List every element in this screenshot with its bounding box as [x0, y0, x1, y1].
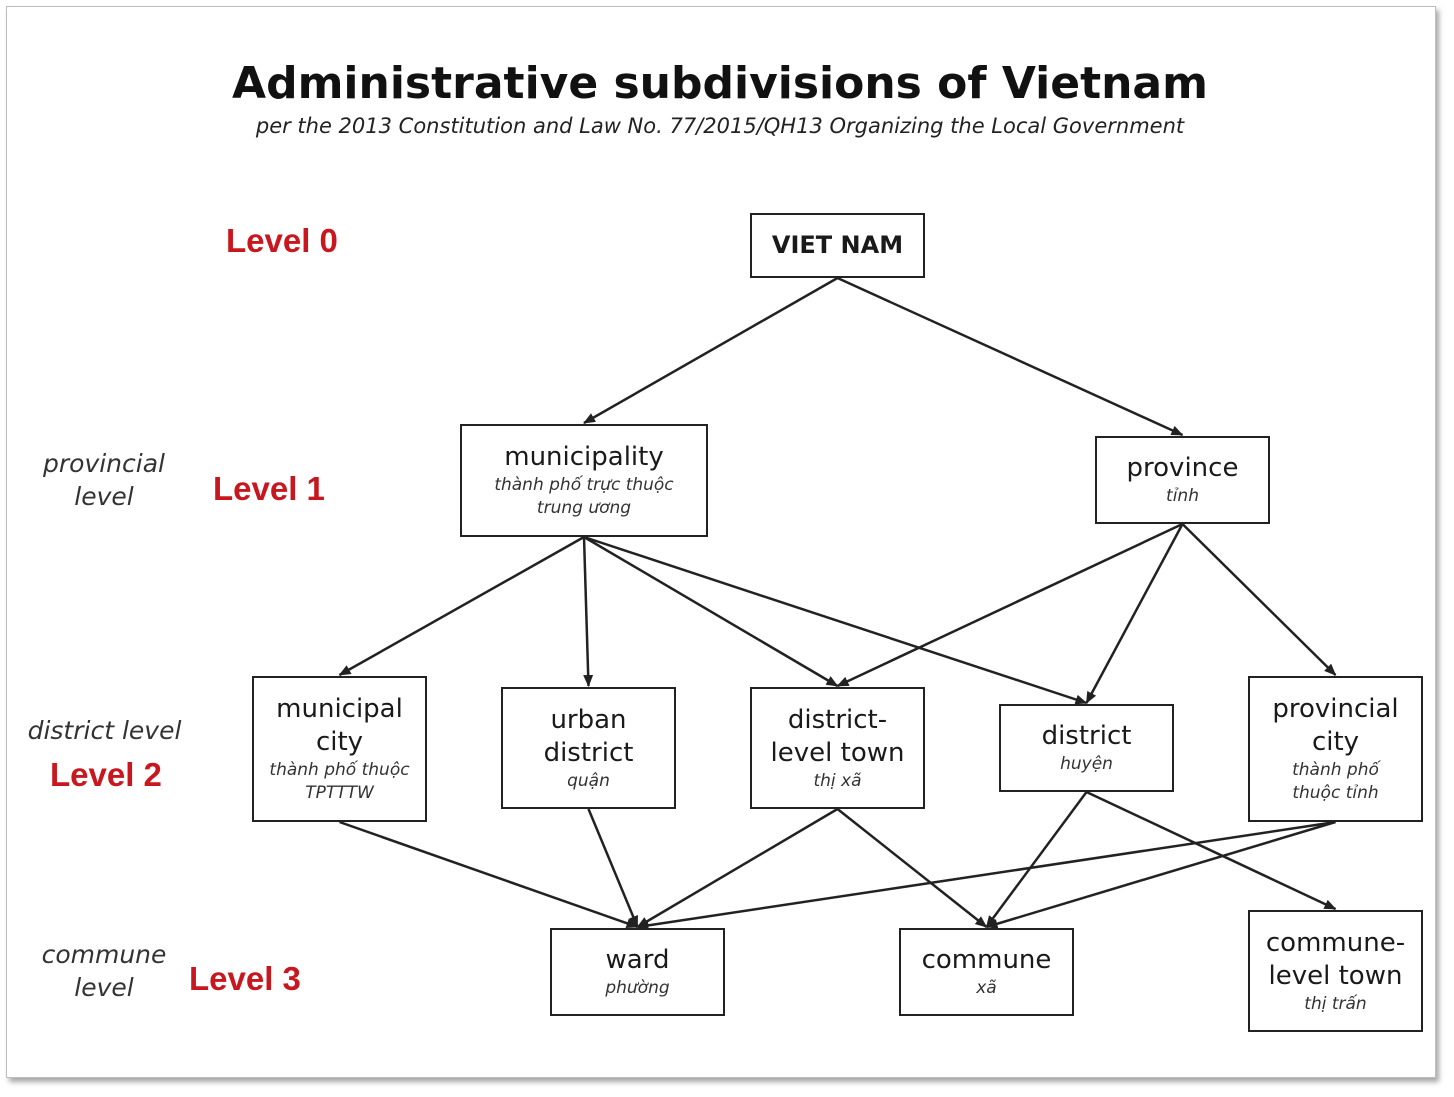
- node-district-level-town-name: district- level town: [770, 704, 905, 768]
- arrow-municipality-to-urban_district: [582, 536, 594, 687]
- node-province-name: province: [1126, 453, 1239, 483]
- node-provincial-city-vietnamese: thành phố thuộc tỉnh: [1292, 760, 1379, 803]
- level-2-label: Level 2: [50, 756, 162, 793]
- arrow-province-to-provincial_city: [1181, 523, 1337, 676]
- node-province-vietnamese: tỉnh: [1166, 486, 1199, 506]
- node-commune-level-town-vietnamese: thị trấn: [1304, 993, 1367, 1014]
- node-commune-name: commune: [921, 945, 1052, 975]
- diagram-subtitle: per the 2013 Constitution and Law No. 77…: [255, 114, 1185, 138]
- level-1-label: Level 1: [213, 470, 325, 507]
- provincial-level-label: provincial level: [43, 449, 165, 511]
- node-district: district huyện: [999, 704, 1174, 792]
- arrow-district_level_town-to-ward: [636, 807, 839, 929]
- node-district-level-town: district- level town thị xã: [750, 687, 925, 809]
- arrow-urban_district-to-ward: [587, 808, 639, 928]
- arrow-municipality-to-district: [583, 535, 1088, 705]
- arrow-vietnam-to-province: [836, 276, 1184, 437]
- level-0-label: Level 0: [226, 222, 338, 259]
- node-district-level-town-vietnamese: thị xã: [813, 770, 862, 791]
- arrow-district-to-commune_level_town: [1085, 790, 1337, 911]
- node-urban-district-vietnamese: quận: [567, 770, 610, 791]
- node-viet-nam-name: VIET NAM: [771, 231, 904, 259]
- node-municipality: municipality thành phố trực thuộc trung …: [460, 424, 708, 537]
- node-municipal-city-name: municipal city: [276, 694, 403, 757]
- node-provincial-city-name: provincial city: [1272, 694, 1399, 757]
- node-municipal-city-vietnamese: thành phố thuộc TPTTTW: [269, 760, 410, 803]
- node-commune-level-town-name: commune- level town: [1265, 927, 1406, 991]
- node-municipality-vietnamese: thành phố trực thuộc trung ương: [494, 475, 674, 518]
- node-province: province tỉnh: [1095, 436, 1270, 524]
- arrow-vietnam-to-municipality: [583, 276, 839, 425]
- level-3-label: Level 3: [189, 960, 301, 997]
- node-commune-vietnamese: xã: [976, 978, 997, 998]
- node-provincial-city: provincial city thành phố thuộc tỉnh: [1248, 676, 1423, 822]
- node-ward: ward phường: [550, 928, 725, 1016]
- arrow-municipality-to-municipal_city: [338, 535, 585, 677]
- figure-frame: [6, 6, 1436, 1078]
- arrow-provincial_city-to-commune: [985, 820, 1336, 929]
- node-municipality-name: municipality: [504, 442, 664, 472]
- commune-level-label: commune level: [41, 940, 167, 1002]
- node-urban-district-name: urban district: [543, 704, 634, 768]
- node-ward-name: ward: [605, 945, 670, 975]
- arrow-municipality-to-district_level_town: [583, 535, 839, 688]
- arrow-district_level_town-to-commune: [836, 808, 988, 928]
- node-district-name: district: [1041, 721, 1132, 751]
- node-commune-level-town: commune- level town thị trấn: [1248, 910, 1423, 1032]
- arrow-province-to-district: [1085, 523, 1184, 704]
- node-commune: commune xã: [899, 928, 1074, 1016]
- node-municipal-city: municipal city thành phố thuộc TPTTTW: [252, 676, 427, 822]
- arrow-provincial_city-to-ward: [636, 820, 1336, 931]
- arrow-province-to-district_level_town: [836, 522, 1184, 688]
- arrow-municipal_city-to-ward: [339, 820, 639, 929]
- diagram-title: Administrative subdivisions of Vietnam: [232, 58, 1208, 109]
- node-district-vietnamese: huyện: [1060, 754, 1113, 774]
- node-ward-vietnamese: phường: [605, 978, 670, 998]
- node-urban-district: urban district quận: [501, 687, 676, 809]
- node-viet-nam: VIET NAM: [750, 213, 925, 278]
- arrow-district-to-commune: [985, 791, 1088, 928]
- district-level-label: district level: [27, 716, 182, 745]
